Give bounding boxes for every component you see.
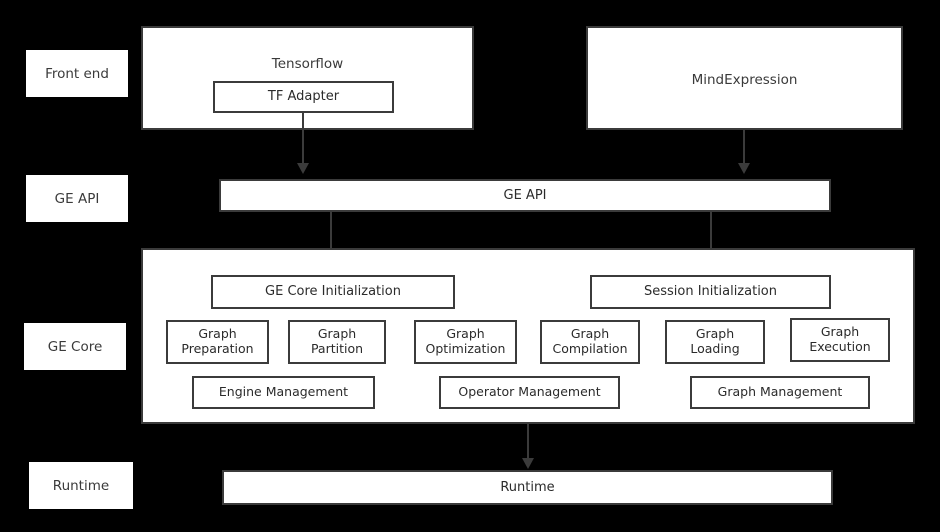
layer-label-front-end-text: Front end [45,65,109,82]
module-graph-execution-label: Graph Execution [809,324,871,354]
module-graph-execution: Graph Execution [790,318,890,362]
connector-tf-adapter-to-ge-api-line [302,113,304,165]
management-graph: Graph Management [690,376,870,409]
module-graph-preparation-label: Graph Preparation [181,326,254,356]
connector-ge-api-to-session-init-line [710,211,712,263]
module-graph-partition-label: Graph Partition [310,326,364,356]
tensorflow-container: Tensorflow [141,26,474,130]
module-graph-optimization-label: Graph Optimization [425,326,506,356]
module-graph-partition: Graph Partition [288,320,386,364]
connector-ge-core-to-runtime-line [527,424,529,460]
module-graph-loading-label: Graph Loading [690,326,740,356]
ge-api-bar: GE API [219,179,831,212]
management-graph-label: Graph Management [717,384,843,400]
tf-adapter-box: TF Adapter [213,81,394,113]
runtime-bar: Runtime [222,470,833,505]
tf-adapter-label: TF Adapter [267,89,340,105]
connector-ge-core-to-runtime-arrowhead [522,458,534,469]
management-engine-label: Engine Management [218,384,349,400]
connector-mindexpression-to-ge-api-line [743,130,745,165]
layer-label-ge-api-text: GE API [54,190,100,207]
module-graph-compilation: Graph Compilation [540,320,640,364]
session-initialization-box: Session Initialization [590,275,831,309]
session-initialization-label: Session Initialization [643,284,777,300]
module-graph-loading: Graph Loading [665,320,765,364]
connector-tf-adapter-to-ge-api-arrowhead [297,163,309,174]
ge-core-initialization-box: GE Core Initialization [211,275,455,309]
management-operator: Operator Management [439,376,620,409]
layer-label-ge-core: GE Core [24,323,126,370]
layer-label-runtime: Runtime [29,462,133,509]
mindexpression-title: MindExpression [691,72,798,88]
management-engine: Engine Management [192,376,375,409]
management-operator-label: Operator Management [458,384,601,400]
runtime-bar-label: Runtime [500,479,555,495]
mindexpression-container: MindExpression [586,26,903,130]
module-graph-preparation: Graph Preparation [166,320,269,364]
layer-label-ge-core-text: GE Core [47,338,103,355]
module-graph-optimization: Graph Optimization [414,320,517,364]
ge-core-initialization-label: GE Core Initialization [265,284,401,300]
connector-ge-api-to-core-init-line [330,211,332,263]
layer-label-runtime-text: Runtime [52,477,110,494]
tensorflow-title: Tensorflow [271,56,344,72]
layer-label-front-end: Front end [26,50,128,97]
connector-mindexpression-to-ge-api-arrowhead [738,163,750,174]
ge-api-bar-label: GE API [503,187,547,203]
module-graph-compilation-label: Graph Compilation [552,326,628,356]
layer-label-ge-api: GE API [26,175,128,222]
